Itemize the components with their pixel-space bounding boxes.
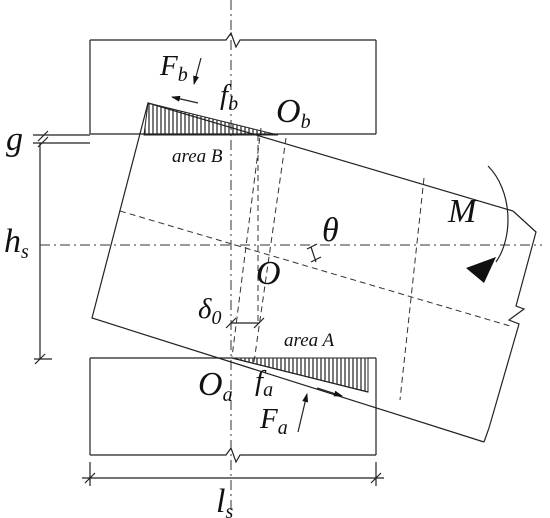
label-ls: ls (216, 483, 233, 518)
label-moment: M (447, 193, 478, 230)
fb-friction-arrow (171, 95, 199, 104)
moment-arrow (466, 165, 509, 283)
label-g: g (6, 121, 23, 158)
label-theta: θ (322, 212, 339, 249)
label-delta0: δ0 (198, 293, 221, 329)
bottom-block (89, 357, 377, 464)
theta-marker (306, 243, 322, 263)
label-center-o: O (256, 255, 281, 292)
bottom-contact-edge (231, 357, 369, 393)
label-fb-force: Fb (159, 50, 188, 86)
hs-dimension (34, 143, 52, 365)
delta0-marker (225, 317, 265, 329)
fa-force-arrow (297, 393, 309, 433)
g-dimension (33, 130, 90, 148)
label-oa: Oa (198, 366, 233, 406)
label-fb-friction: fb (220, 79, 238, 115)
top-block (89, 31, 377, 135)
label-area-a: area A (284, 330, 335, 351)
fb-force-arrow (193, 57, 202, 85)
fa-friction-arrow (316, 387, 343, 397)
label-fa-force: Fa (259, 403, 288, 439)
label-hs: hs (4, 223, 29, 263)
label-fa-friction: fa (255, 365, 273, 401)
ls-dimension (82, 462, 384, 486)
area-b-hatch (143, 102, 279, 136)
rotated-panel (91, 102, 537, 443)
label-ob: Ob (276, 93, 311, 133)
label-area-b: area B (172, 146, 223, 167)
rotated-grid (119, 127, 511, 401)
moment-arrowhead (466, 257, 496, 283)
